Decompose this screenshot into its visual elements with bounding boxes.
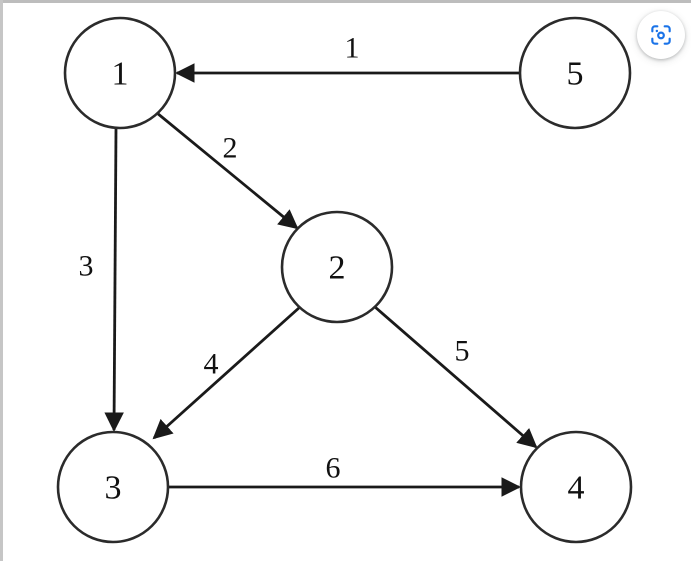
graph-node-2[interactable]: 2 — [280, 210, 394, 324]
node-circle-4 — [519, 430, 633, 544]
google-lens-icon — [648, 22, 674, 48]
graph-node-3[interactable]: 3 — [56, 430, 170, 544]
google-lens-button[interactable] — [637, 11, 685, 59]
node-circle-5 — [518, 16, 632, 130]
graph-node-1[interactable]: 1 — [63, 16, 177, 130]
graph-edge-2-to-3 — [152, 305, 301, 440]
node-label-1: 1 — [112, 56, 129, 93]
edge-weight-label-5-1: 1 — [345, 32, 360, 65]
page-top-border — [0, 0, 691, 3]
nodes-layer: 1 2 3 4 5 — [56, 16, 633, 544]
graph-edge-1-to-2 — [156, 111, 299, 230]
node-label-5: 5 — [567, 56, 584, 93]
edge-labels-layer: 1 2 3 4 5 6 — [79, 32, 470, 485]
edge-weight-label-3-4: 6 — [326, 452, 341, 485]
graph-node-5[interactable]: 5 — [518, 16, 632, 130]
node-label-2: 2 — [329, 250, 346, 287]
node-circle-3 — [56, 430, 170, 544]
edge-weight-label-2-4: 5 — [455, 335, 470, 368]
graph-edge-2-to-4 — [374, 305, 538, 449]
edges-layer — [104, 63, 538, 497]
node-label-4: 4 — [568, 470, 585, 507]
edge-weight-label-1-2: 2 — [223, 132, 238, 165]
edge-weight-label-2-3: 4 — [204, 348, 219, 381]
node-label-3: 3 — [105, 470, 122, 507]
edge-weight-label-1-3: 3 — [79, 250, 94, 283]
node-circle-2 — [280, 210, 394, 324]
node-circle-1 — [63, 16, 177, 130]
graph-node-4[interactable]: 4 — [519, 430, 633, 544]
graph-edge-1-to-3 — [104, 127, 124, 432]
page-left-border — [0, 0, 3, 561]
